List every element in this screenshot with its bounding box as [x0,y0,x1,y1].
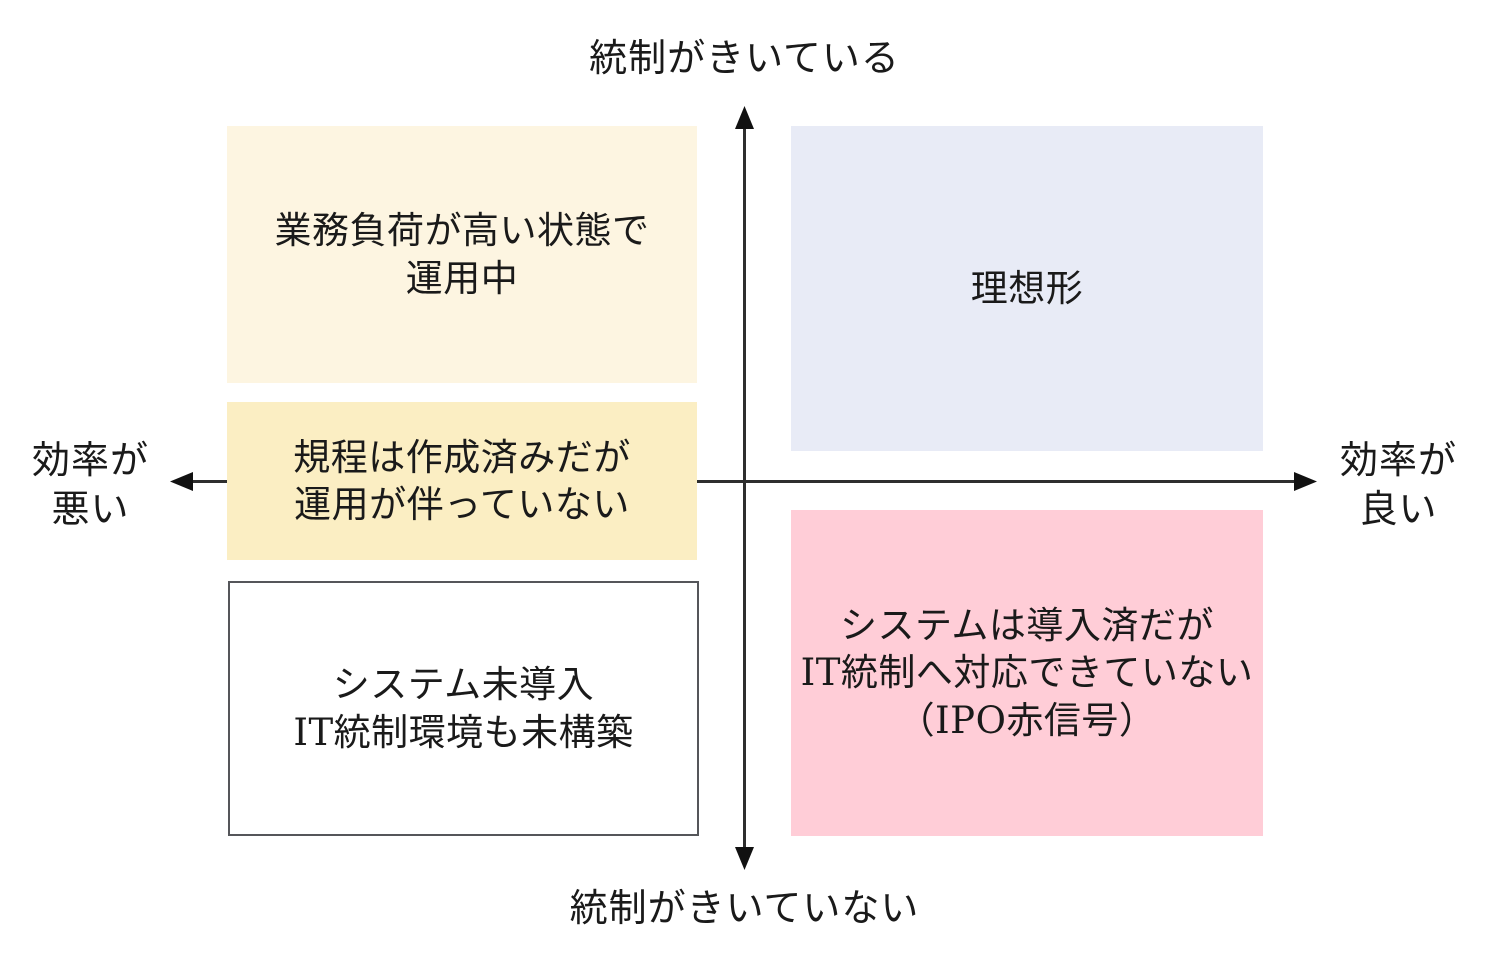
quadrant-text-line: 業務負荷が高い状態で [274,209,650,253]
quadrant-box-no-system: システム未導入 IT統制環境も未構築 [228,581,699,836]
quadrant-box-high-workload: 業務負荷が高い状態で 運用中 [227,126,697,383]
arrowhead-right-icon [1294,472,1317,491]
axis-label-bottom-text: 統制がきいていない [569,886,920,930]
axis-label-left-line2: 悪い [51,487,130,532]
quadrant-text-line: システムは導入済だが [840,603,1214,647]
quadrant-box-ipo-red-light: システムは導入済だが IT統制へ対応できていない （IPO赤信号） [791,510,1263,836]
axis-label-top-text: 統制がきいている [589,36,900,80]
quadrant-text-line: （IPO赤信号） [897,698,1157,742]
quadrant-text-line: 運用が伴っていない [294,483,630,526]
axis-label-right-line2: 良い [1359,487,1438,532]
axis-label-left: 効率が 悪い [18,436,163,535]
quadrant-text-line: IT統制環境も未構築 [293,710,634,754]
axis-label-left-line1: 効率が [31,438,149,482]
quadrant-text-line: 理想形 [970,266,1084,310]
quadrant-text-line: システム未導入 [332,663,595,707]
quadrant-box-ideal: 理想形 [791,126,1263,451]
axis-label-right-line1: 効率が [1339,438,1457,482]
axis-label-bottom: 統制がきいていない [0,884,1489,933]
arrowhead-up-icon [735,106,754,129]
arrowhead-down-icon [735,847,754,870]
quadrant-text-line: 運用中 [405,256,519,300]
quadrant-box-rules-without-operation: 規程は作成済みだが 運用が伴っていない [227,402,697,560]
axis-label-right: 効率が 良い [1326,436,1471,535]
quadrant-text-line: 規程は作成済みだが [293,435,631,479]
arrowhead-left-icon [170,472,193,491]
axis-label-top: 統制がきいている [0,34,1489,83]
quadrant-text-line: IT統制へ対応できていない [800,651,1254,695]
